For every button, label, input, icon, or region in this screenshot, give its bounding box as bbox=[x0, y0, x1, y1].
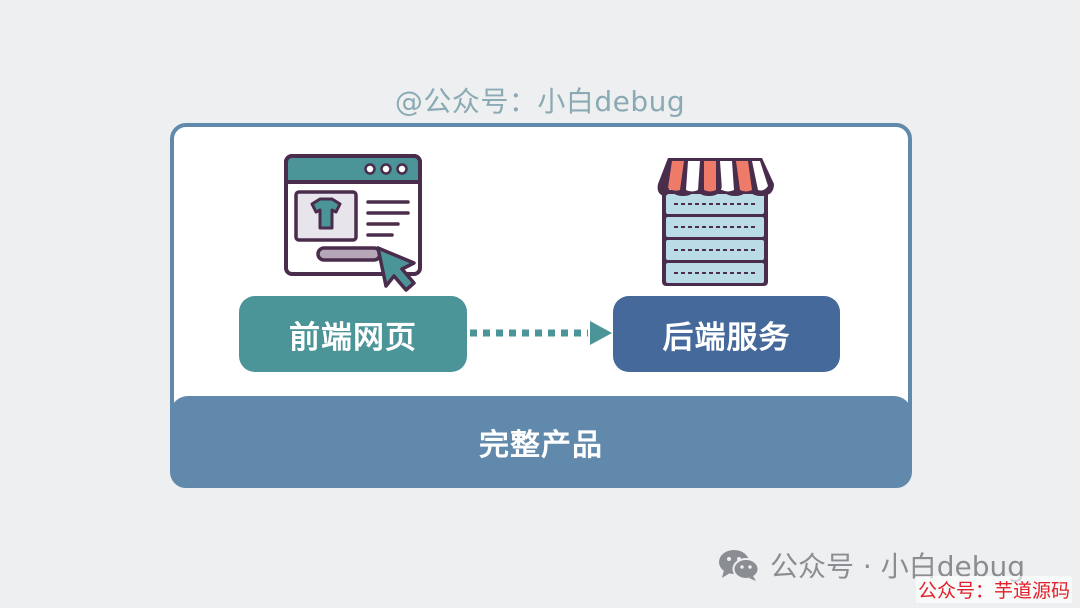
product-label: 完整产品 bbox=[479, 427, 603, 463]
backend-box: 后端服务 bbox=[613, 296, 840, 372]
source-stamp: 公众号：芋道源码 bbox=[915, 576, 1072, 603]
server-store-icon bbox=[652, 152, 782, 296]
frontend-label: 前端网页 bbox=[289, 319, 417, 356]
frontend-box: 前端网页 bbox=[239, 296, 467, 372]
browser-shopping-page-icon bbox=[282, 152, 426, 296]
product-bar: 完整产品 bbox=[170, 396, 912, 487]
backend-label: 后端服务 bbox=[662, 319, 791, 356]
dotted-arrow bbox=[468, 318, 614, 352]
wechat-icon bbox=[719, 550, 760, 581]
top-watermark: @公众号：小白debug bbox=[394, 85, 686, 118]
